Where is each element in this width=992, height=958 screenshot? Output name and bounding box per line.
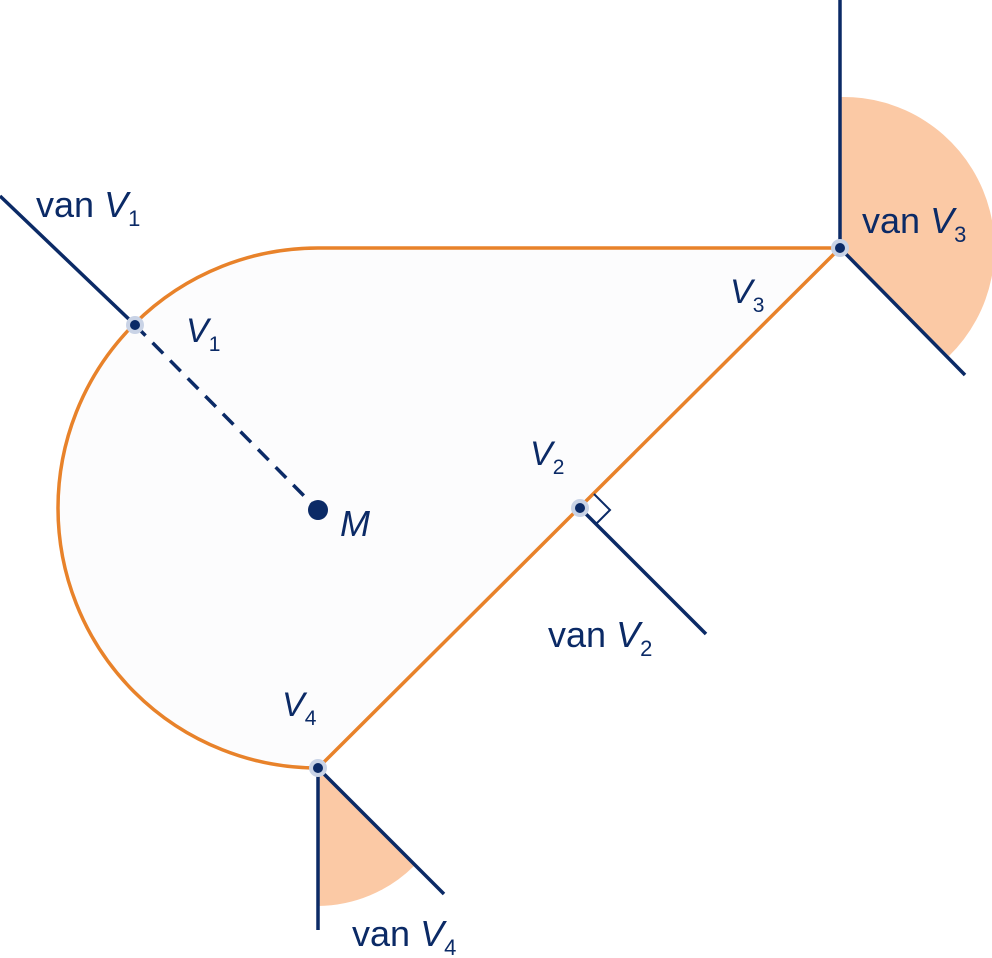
normal-line-v2 (578, 506, 708, 636)
normal-line-v1 (0, 194, 137, 327)
vertex-v1-dot (126, 316, 144, 334)
vertex-v3-dot (831, 239, 849, 257)
label-v1: V1 (186, 312, 220, 356)
center-m-dot (308, 500, 328, 520)
right-angle-marker (593, 493, 612, 525)
label-van-v1: van V1 (36, 184, 140, 231)
label-v4: V4 (282, 686, 317, 730)
radius-dashed-line (133, 323, 320, 512)
sector-v3 (840, 96, 992, 356)
boundary-edge-v3-diag (838, 246, 967, 377)
vertex-v2-dot (571, 499, 589, 517)
sector-v4 (318, 768, 414, 906)
label-van-v4: van V4 (352, 913, 456, 958)
label-v2: V2 (530, 435, 564, 479)
label-van-v2: van V2 (548, 614, 652, 661)
vertex-v4-dot (309, 759, 327, 777)
boundary-edge-v4-diag (316, 766, 446, 896)
label-m: M (340, 503, 370, 544)
label-van-v3: van V3 (862, 200, 966, 247)
label-v3: V3 (730, 273, 764, 317)
region (56, 246, 842, 770)
